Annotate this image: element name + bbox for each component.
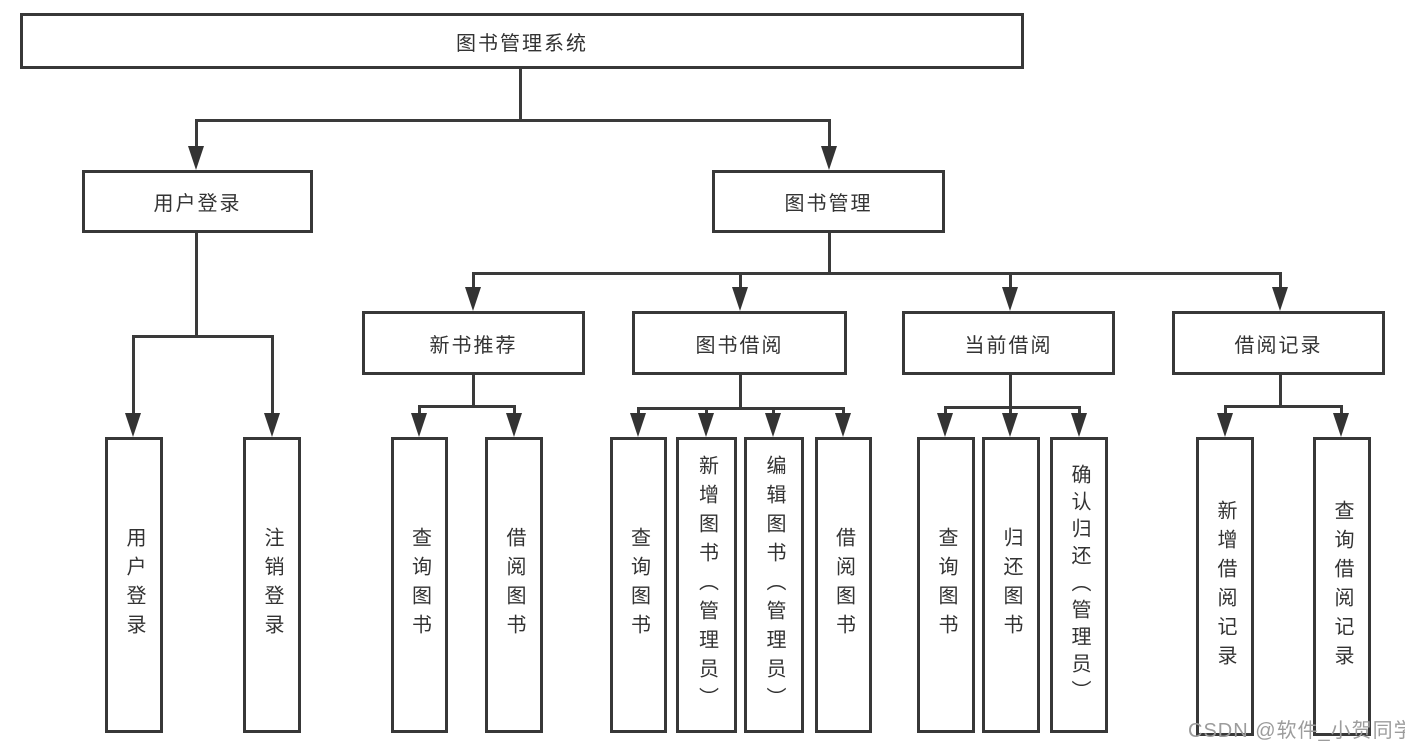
node-bb-edit-books-admin-label: 编辑图书（管理员） [763,454,785,716]
connector-drop-borrow-records [1279,272,1282,299]
node-rec-query-record-label: 查询借阅记录 [1331,499,1353,674]
arrowhead-login [125,413,141,437]
node-bb-add-books-admin: 新增图书（管理员） [676,437,737,733]
connector-branch-current-borrow [944,406,1081,409]
connector-new-recommend-stem [472,375,475,405]
arrowhead-new-recommend [465,287,481,311]
arrowhead-logout [264,413,280,437]
arrowhead-bb-query [630,413,646,437]
node-cb-query-books-label: 查询图书 [935,527,957,643]
node-library-system-label: 图书管理系统 [456,32,588,55]
node-book-management: 图书管理 [712,170,945,233]
node-bb-borrow-books-label: 借阅图书 [832,527,855,643]
node-cb-return-books: 归还图书 [982,437,1040,733]
connector-branch-user-login [132,335,274,338]
connector-branch-new-recommend [418,405,516,408]
arrowhead-book-management [821,146,837,170]
node-bb-query-books: 查询图书 [610,437,667,733]
connector-root-stem [519,69,522,119]
connector-book-borrow-stem [739,375,742,407]
connector-borrow-records-stem [1279,375,1282,405]
connector-drop-book-borrow [739,272,742,299]
connector-branch-borrow-records [1224,405,1343,408]
connector-branch-level3 [472,272,1282,275]
node-logout-leaf: 注销登录 [243,437,301,733]
connector-drop-login [132,335,135,425]
node-rec-add-record-label: 新增借阅记录 [1214,499,1236,674]
connector-current-borrow-stem [1009,375,1012,406]
node-rec-query-record: 查询借阅记录 [1313,437,1371,736]
arrowhead-rec-query [1333,413,1349,437]
node-bb-query-books-label: 查询图书 [627,527,650,643]
arrowhead-rec-add [1217,413,1233,437]
connector-drop-logout [271,335,274,425]
connector-branch-level1 [195,119,831,122]
arrowhead-borrow-records [1272,287,1288,311]
connector-user-login-stem [195,233,198,335]
connector-drop-book-management [828,119,831,159]
connector-drop-user-login [195,119,198,159]
node-login-leaf-label: 用户登录 [123,527,145,643]
node-login-leaf: 用户登录 [105,437,163,733]
arrowhead-bb-borrow [835,413,851,437]
node-library-system: 图书管理系统 [20,13,1024,69]
node-user-login-label: 用户登录 [153,193,242,215]
node-user-login: 用户登录 [82,170,313,233]
connector-book-management-stem [828,233,831,272]
node-new-book-recommend-label: 新书推荐 [429,334,518,357]
connector-drop-current-borrow [1009,272,1012,299]
arrowhead-cb-confirm [1071,413,1087,437]
node-current-borrow-label: 当前借阅 [964,334,1053,357]
node-bb-edit-books-admin: 编辑图书（管理员） [744,437,804,733]
node-rec-add-record: 新增借阅记录 [1196,437,1254,736]
node-cb-query-books: 查询图书 [917,437,975,733]
node-book-borrow: 图书借阅 [632,311,847,375]
node-cb-confirm-return-admin-label: 确认归还（管理员） [1068,463,1090,707]
arrowhead-cb-return [1002,413,1018,437]
node-bb-borrow-books: 借阅图书 [815,437,872,733]
node-book-management-label: 图书管理 [784,193,873,215]
connector-branch-book-borrow [637,407,845,410]
node-nr-borrow-books: 借阅图书 [485,437,543,733]
node-bb-add-books-admin-label: 新增图书（管理员） [695,454,718,716]
arrowhead-nr-query [411,413,427,437]
node-nr-query-books: 查询图书 [391,437,448,733]
arrowhead-current-borrow [1002,287,1018,311]
node-borrow-records: 借阅记录 [1172,311,1385,375]
node-nr-borrow-books-label: 借阅图书 [503,527,525,643]
arrowhead-user-login [188,146,204,170]
connector-drop-new-recommend [472,272,475,299]
csdn-watermark: CSDN @软件_小贺同学 [1188,720,1405,742]
arrowhead-nr-borrow [506,413,522,437]
arrowhead-bb-add [698,413,714,437]
node-book-borrow-label: 图书借阅 [695,334,784,357]
arrowhead-bb-edit [765,413,781,437]
arrowhead-cb-query [937,413,953,437]
node-logout-leaf-label: 注销登录 [261,527,283,643]
node-cb-return-books-label: 归还图书 [1000,527,1022,643]
node-current-borrow: 当前借阅 [902,311,1115,375]
node-new-book-recommend: 新书推荐 [362,311,585,375]
arrowhead-book-borrow [732,287,748,311]
node-cb-confirm-return-admin: 确认归还（管理员） [1050,437,1108,733]
node-borrow-records-label: 借阅记录 [1234,334,1323,357]
node-nr-query-books-label: 查询图书 [408,527,431,643]
